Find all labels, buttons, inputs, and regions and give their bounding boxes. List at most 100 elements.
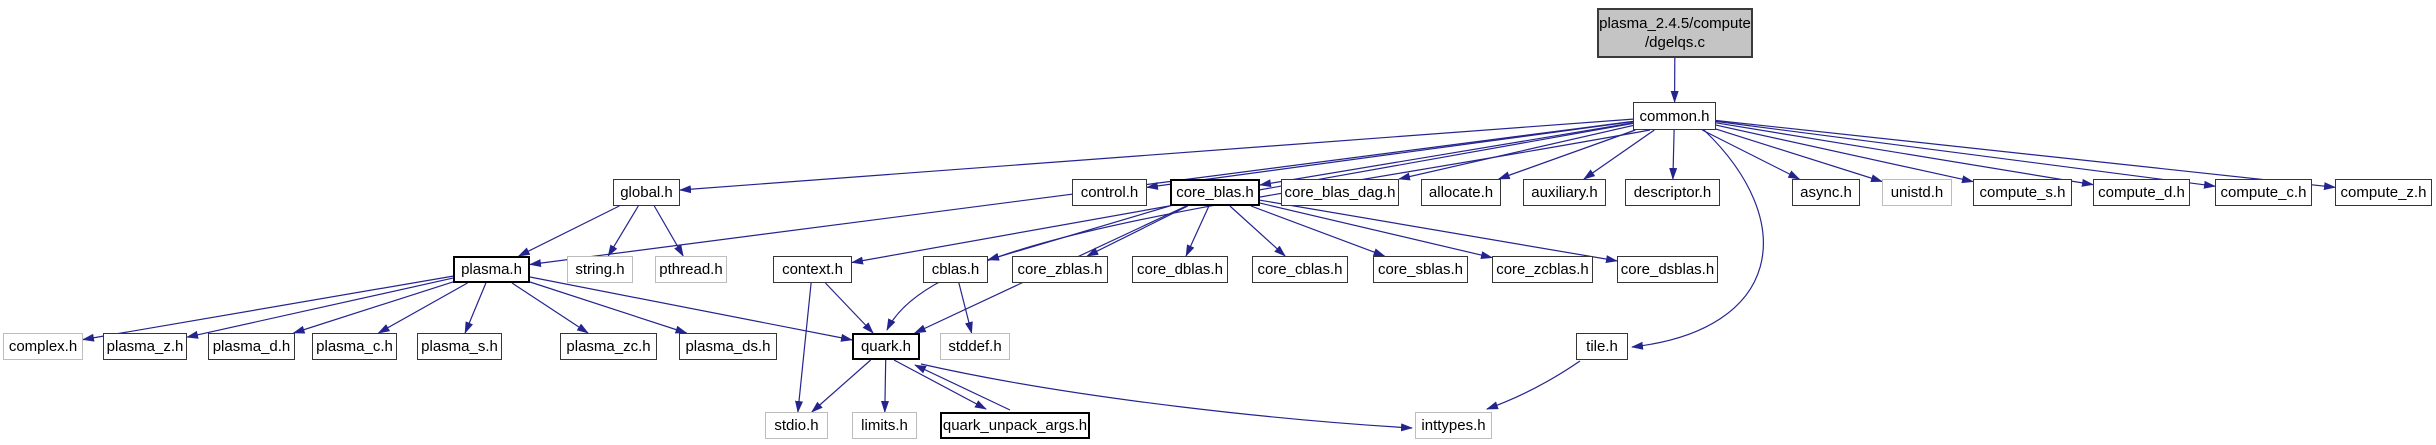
edge-quark-h-to-limits-h (880, 359, 889, 413)
edge-common-h-to-tile-h (1631, 129, 1764, 350)
node-unistd-h: unistd.h (1882, 179, 1952, 206)
node-label: core_blas_dag.h (1284, 184, 1396, 201)
node-allocate-h[interactable]: allocate.h (1421, 179, 1501, 206)
node-label: plasma_zc.h (566, 338, 651, 355)
node-dgelqs-c: plasma_2.4.5/compute/dgelqs.c (1597, 8, 1753, 58)
edge-quark-h-to-quark-unpack-args-h (893, 359, 987, 410)
node-stddef-h: stddef.h (940, 333, 1010, 360)
node-label: plasma_s.h (421, 338, 498, 355)
node-complex-h: complex.h (3, 333, 83, 360)
node-cblas-h[interactable]: cblas.h (923, 256, 988, 283)
node-label: tile.h (1586, 338, 1618, 355)
node-auxiliary-h[interactable]: auxiliary.h (1523, 179, 1606, 206)
node-control-h[interactable]: control.h (1072, 179, 1147, 206)
node-quark-h[interactable]: quark.h (852, 333, 920, 360)
node-core-sblas-h[interactable]: core_sblas.h (1373, 256, 1468, 283)
edge-common-h-to-quark-h (886, 129, 1651, 331)
node-inttypes-h: inttypes.h (1415, 412, 1492, 439)
node-compute-d-h[interactable]: compute_d.h (2093, 179, 2190, 206)
node-compute-s-h[interactable]: compute_s.h (1973, 179, 2072, 206)
node-plasma-z-h[interactable]: plasma_z.h (103, 333, 187, 360)
node-async-h[interactable]: async.h (1792, 179, 1860, 206)
node-plasma-h[interactable]: plasma.h (453, 256, 530, 283)
node-label: core_dblas.h (1137, 261, 1223, 278)
node-label: common.h (1639, 107, 1710, 125)
edge-core-blas-h-to-core-sblas-h (1250, 205, 1386, 257)
edge-plasma-h-to-plasma-ds-h (529, 281, 688, 334)
edge-common-h-to-core-blas-h (1259, 122, 1634, 188)
node-plasma-zc-h[interactable]: plasma_zc.h (560, 333, 657, 360)
node-plasma-ds-h[interactable]: plasma_ds.h (679, 333, 777, 360)
edge-plasma-h-to-plasma-z-h (186, 277, 454, 339)
node-label: /dgelqs.c (1644, 34, 1706, 51)
edge-plasma-h-to-plasma-zc-h (511, 282, 589, 334)
edge-tile-h-to-inttypes-h (1486, 360, 1581, 410)
edge-quark-unpack-args-h-to-quark-h (914, 364, 1011, 411)
edge-common-h-to-compute-c-h (1715, 120, 2216, 189)
edge-cblas-h-to-stddef-h (958, 282, 973, 334)
node-label: allocate.h (1428, 184, 1494, 201)
node-label: unistd.h (1890, 184, 1944, 201)
node-core-cblas-h[interactable]: core_cblas.h (1252, 256, 1348, 283)
edge-core-blas-h-to-core-zcblas-h (1259, 202, 1493, 259)
edge-plasma-h-to-plasma-c-h (377, 282, 468, 334)
node-label: compute_s.h (1979, 184, 2066, 201)
node-compute-z-h[interactable]: compute_z.h (2335, 179, 2432, 206)
node-label: cblas.h (931, 261, 980, 278)
node-label: quark_unpack_args.h (942, 417, 1088, 434)
node-label: plasma_2.4.5/compute (1599, 15, 1751, 32)
node-label: string.h (575, 261, 625, 278)
edge-plasma-h-to-complex-h (82, 275, 454, 342)
node-core-dsblas-h[interactable]: core_dsblas.h (1617, 256, 1718, 283)
node-global-h[interactable]: global.h (613, 179, 680, 206)
node-core-dblas-h[interactable]: core_dblas.h (1132, 256, 1228, 283)
node-label: global.h (620, 184, 673, 201)
edge-common-h-to-core-blas-dag-h (1398, 124, 1634, 181)
node-label: context.h (782, 261, 843, 278)
node-label: inttypes.h (1421, 417, 1486, 434)
edge-plasma-h-to-plasma-d-h (292, 281, 454, 334)
node-core-zcblas-h[interactable]: core_zcblas.h (1492, 256, 1593, 283)
node-compute-c-h[interactable]: compute_c.h (2215, 179, 2312, 206)
edge-plasma-h-to-quark-h (529, 276, 853, 342)
node-context-h[interactable]: context.h (773, 256, 852, 283)
edge-common-h-to-global-h (679, 118, 1634, 194)
node-label: core_dsblas.h (1620, 261, 1715, 278)
node-label: plasma.h (461, 261, 522, 278)
node-plasma-d-h[interactable]: plasma_d.h (208, 333, 295, 360)
node-plasma-s-h[interactable]: plasma_s.h (417, 333, 502, 360)
node-common-h[interactable]: common.h (1633, 102, 1716, 130)
node-label: compute_d.h (2098, 184, 2185, 201)
node-label: core_sblas.h (1377, 261, 1464, 278)
edge-common-h-to-unistd-h (1715, 128, 1883, 183)
node-label: async.h (1800, 184, 1852, 201)
edge-global-h-to-string-h (607, 205, 639, 257)
edge-common-h-to-compute-s-h (1715, 124, 1974, 184)
node-core-zblas-h[interactable]: core_zblas.h (1012, 256, 1108, 283)
node-quark-unpack-args-h[interactable]: quark_unpack_args.h (940, 412, 1090, 439)
node-label: limits.h (861, 417, 908, 434)
node-label: stdio.h (774, 417, 819, 434)
edge-context-h-to-quark-h (824, 282, 874, 334)
node-label: quark.h (860, 338, 912, 355)
node-label: auxiliary.h (1531, 184, 1598, 201)
node-string-h: string.h (567, 256, 633, 283)
node-core-blas-dag-h[interactable]: core_blas_dag.h (1281, 179, 1399, 206)
node-label: stddef.h (948, 338, 1002, 355)
node-label: plasma_d.h (212, 338, 291, 355)
edge-common-h-to-async-h (1701, 129, 1801, 180)
node-descriptor-h[interactable]: descriptor.h (1625, 179, 1720, 206)
node-label: core_cblas.h (1257, 261, 1343, 278)
node-label: plasma_ds.h (685, 338, 771, 355)
node-pthread-h: pthread.h (655, 256, 727, 283)
edge-common-h-to-allocate-h (1497, 129, 1636, 180)
node-label: complex.h (8, 338, 78, 355)
edge-core-blas-h-to-core-cblas-h (1229, 205, 1286, 257)
edge-core-blas-h-to-cblas-h (987, 205, 1171, 261)
node-tile-h[interactable]: tile.h (1576, 333, 1628, 360)
node-core-blas-h[interactable]: core_blas.h (1170, 179, 1260, 206)
edge-core-blas-h-to-core-dsblas-h (1259, 199, 1618, 263)
node-plasma-c-h[interactable]: plasma_c.h (312, 333, 397, 360)
